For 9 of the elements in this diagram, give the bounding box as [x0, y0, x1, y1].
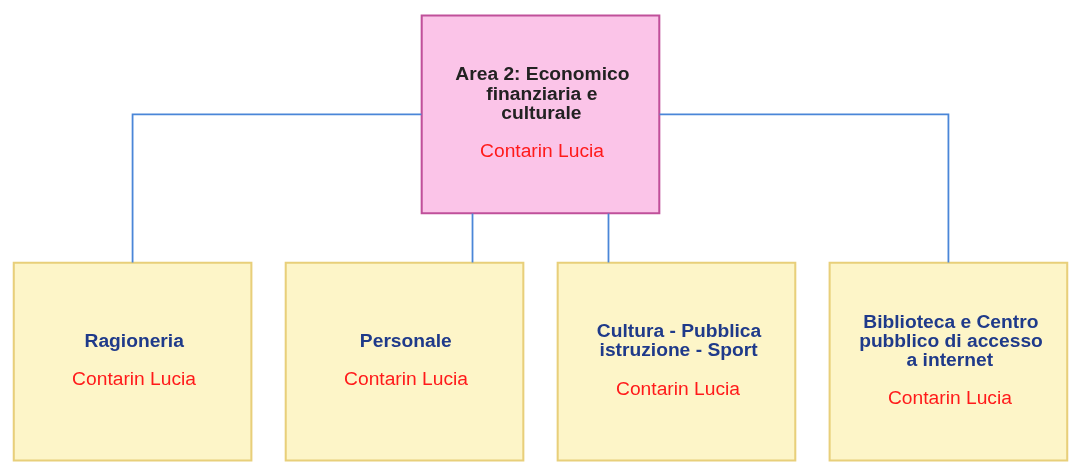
connector	[131, 113, 423, 263]
connector	[658, 113, 950, 263]
node-box: Area 2: Economico finanziaria e culturale Contarin Lucia	[420, 13, 661, 214]
node-box: Biblioteca e Centro pubblico di accesso a internet Contarin Lucia	[828, 261, 1069, 462]
node-box: Cultura - Pubblica istruzione - Sport Contarin Lucia	[556, 261, 797, 462]
node-box: Personale Contarin Lucia	[284, 261, 525, 462]
connector	[607, 212, 610, 263]
connector	[471, 212, 474, 263]
node-box: Ragioneria Contarin Lucia	[12, 261, 253, 462]
